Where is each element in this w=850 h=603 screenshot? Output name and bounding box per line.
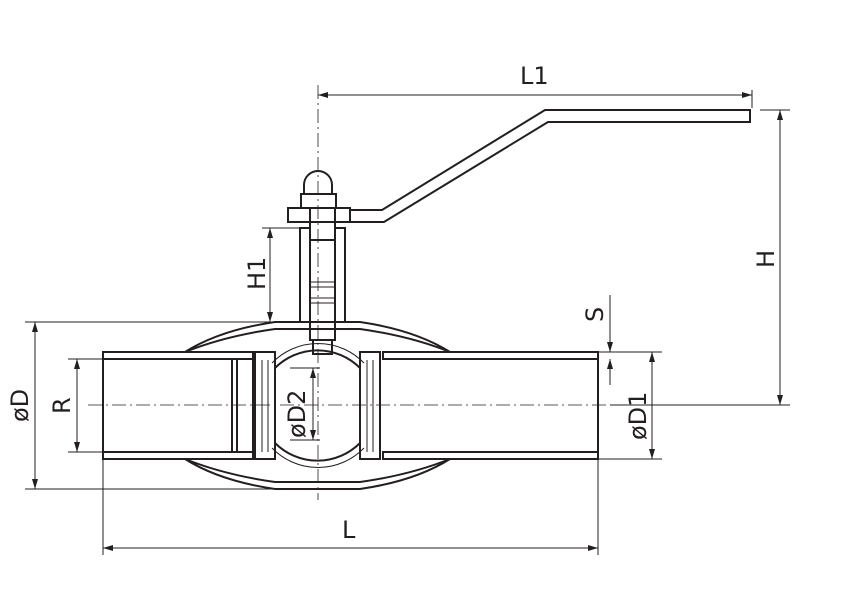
label-D: øD [6, 389, 34, 422]
label-S: S [581, 307, 609, 322]
stem-nut [300, 193, 337, 209]
stem-neck [299, 207, 346, 355]
dimension-S: S [581, 295, 613, 385]
ball [271, 342, 365, 469]
label-D2: øD2 [283, 390, 311, 438]
right-pipe [382, 351, 599, 460]
dimension-D1: øD1 [598, 351, 662, 460]
label-H: H [752, 250, 780, 268]
label-R: R [48, 397, 76, 414]
cap-nut [303, 170, 333, 194]
dimension-L1: L1 [318, 62, 753, 108]
dimension-L: L [102, 459, 599, 555]
dimension-H1: H1 [243, 227, 300, 322]
dimension-D: øD [6, 321, 300, 490]
handle-flange [287, 207, 351, 223]
label-H1: H1 [243, 257, 271, 290]
label-D1: øD1 [624, 392, 652, 440]
handle-lever[interactable] [350, 109, 751, 223]
dimension-H: H [610, 109, 790, 406]
dimension-R: R [48, 358, 103, 453]
seat-rings [254, 351, 381, 460]
left-pipe [102, 351, 254, 460]
dimension-D2: øD2 [283, 367, 320, 441]
label-L1: L1 [520, 62, 549, 90]
valve-body-shell [184, 321, 451, 490]
label-L: L [342, 516, 356, 544]
